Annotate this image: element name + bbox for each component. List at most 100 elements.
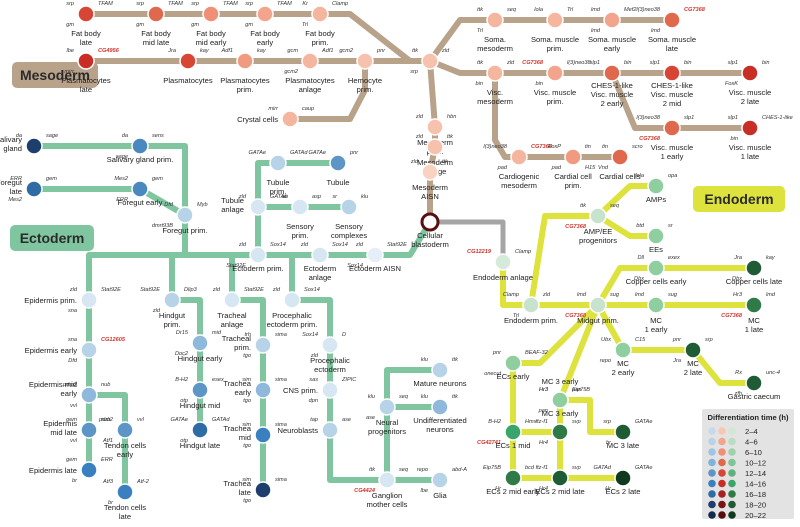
node-circle[interactable] xyxy=(614,341,632,359)
node-circle[interactable] xyxy=(116,421,134,439)
node-foregut_late[interactable]: ERRgemMes2Foregutlate xyxy=(0,176,57,203)
node-circle[interactable] xyxy=(281,110,299,128)
node-circle[interactable] xyxy=(745,296,763,314)
node-circle[interactable] xyxy=(546,11,564,29)
node-circle[interactable] xyxy=(321,336,339,354)
node-circle[interactable] xyxy=(191,381,209,399)
node-circle[interactable] xyxy=(522,296,540,314)
node-circle[interactable] xyxy=(431,471,449,489)
node-circle[interactable] xyxy=(564,148,582,166)
node-circle[interactable] xyxy=(378,398,396,416)
node-circle[interactable] xyxy=(611,148,629,166)
node-circle[interactable] xyxy=(745,259,763,277)
node-circle[interactable] xyxy=(254,336,272,354)
node-circle[interactable] xyxy=(329,154,347,172)
node-circle[interactable] xyxy=(546,64,564,82)
node-circle[interactable] xyxy=(191,334,209,352)
node-circle[interactable] xyxy=(663,119,681,137)
node-circle[interactable] xyxy=(684,341,702,359)
node-circle[interactable] xyxy=(504,354,522,372)
node-circle[interactable] xyxy=(504,423,522,441)
node-circle[interactable] xyxy=(116,483,134,501)
node-circle[interactable] xyxy=(614,469,632,487)
node-circle[interactable] xyxy=(283,291,301,309)
node-circle[interactable] xyxy=(80,291,98,309)
node-circle[interactable] xyxy=(647,227,665,245)
node-circle[interactable] xyxy=(131,137,149,155)
node-circle[interactable] xyxy=(311,5,329,23)
node-circle[interactable] xyxy=(421,163,439,181)
node-circle[interactable] xyxy=(254,426,272,444)
node-circle[interactable] xyxy=(80,461,98,479)
node-circle[interactable] xyxy=(311,246,329,264)
node-circle[interactable] xyxy=(80,386,98,404)
node-circle[interactable] xyxy=(80,341,98,359)
node-circle[interactable] xyxy=(603,11,621,29)
node-circle[interactable] xyxy=(589,296,607,314)
node-circle[interactable] xyxy=(269,154,287,172)
node-circle[interactable] xyxy=(202,5,220,23)
node-circle[interactable] xyxy=(647,259,665,277)
node-circle[interactable] xyxy=(356,52,374,70)
node-circle[interactable] xyxy=(486,64,504,82)
node-circle[interactable] xyxy=(256,5,274,23)
node-circle[interactable] xyxy=(131,180,149,198)
node-circle[interactable] xyxy=(431,361,449,379)
node-circle[interactable] xyxy=(551,423,569,441)
node-circle[interactable] xyxy=(291,198,309,216)
node-circle[interactable] xyxy=(321,381,339,399)
node-circle[interactable] xyxy=(589,207,607,225)
node-circle[interactable] xyxy=(254,481,272,499)
node-circle[interactable] xyxy=(77,5,95,23)
